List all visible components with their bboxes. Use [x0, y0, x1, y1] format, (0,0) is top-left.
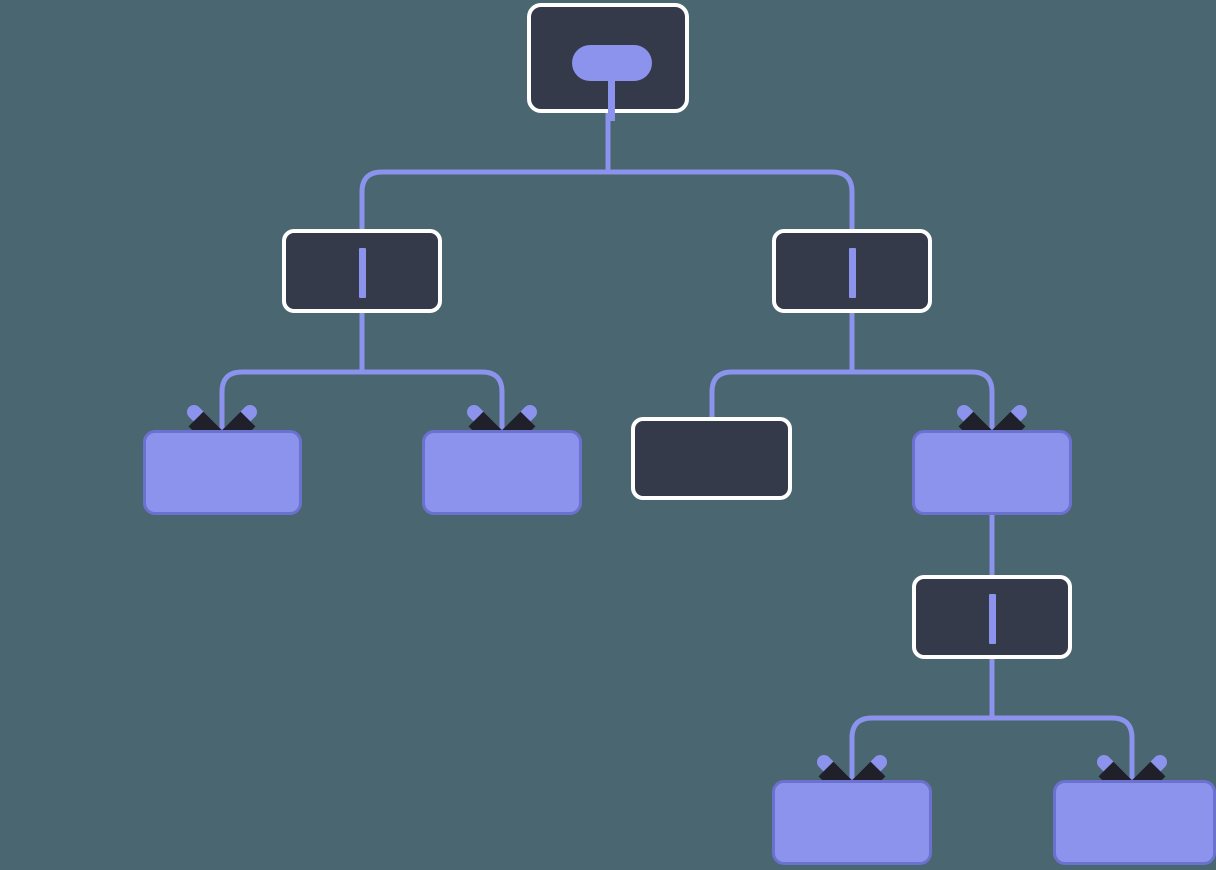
root-stem-glyph	[608, 75, 615, 121]
node-l3-dark-plain[interactable]	[631, 417, 792, 500]
edge-root-to-l2-right	[608, 169, 855, 229]
vertical-bar-glyph	[989, 594, 996, 644]
node-l3-leaf-3[interactable]	[912, 430, 1072, 515]
edge-l2-right-to-plain	[709, 369, 852, 417]
node-l2-left[interactable]	[282, 229, 442, 313]
vertical-bar-glyph	[849, 248, 856, 298]
node-l5-leaf-2[interactable]	[1053, 780, 1216, 865]
edge-root-to-l2-left	[359, 169, 608, 229]
node-l5-leaf-1[interactable]	[772, 780, 932, 865]
vertical-bar-glyph	[359, 248, 366, 298]
node-l2-right[interactable]	[772, 229, 932, 313]
node-l4-dark-bar[interactable]	[912, 575, 1072, 659]
node-l3-leaf-1[interactable]	[143, 430, 302, 515]
node-root[interactable]	[527, 3, 689, 121]
node-l3-leaf-2[interactable]	[422, 430, 582, 515]
